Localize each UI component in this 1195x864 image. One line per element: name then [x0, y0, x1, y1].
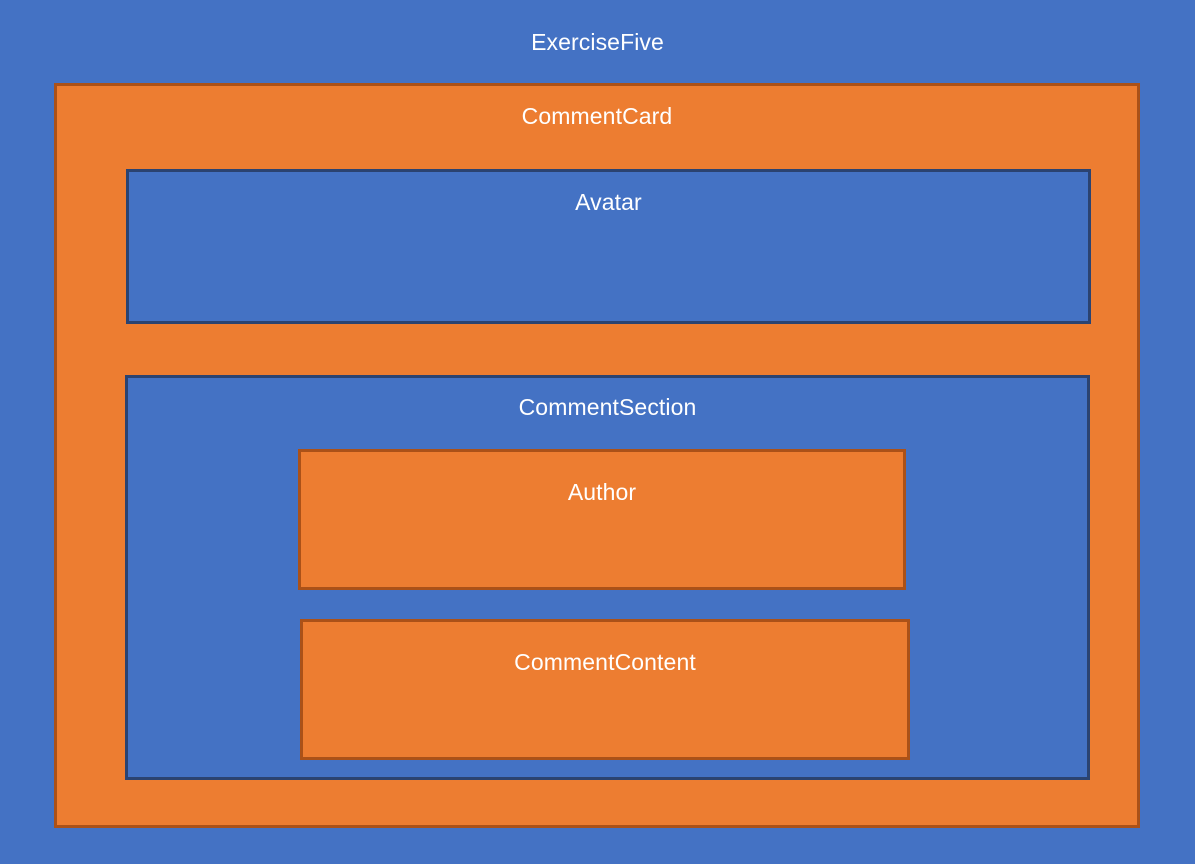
root-node-exercisefive[interactable]: ExerciseFive: [0, 31, 1195, 54]
node-author[interactable]: Author: [298, 449, 906, 590]
node-commentsection[interactable]: CommentSection Author CommentContent: [125, 375, 1090, 780]
node-author-label: Author: [567, 479, 637, 505]
node-commentcard[interactable]: CommentCard Avatar CommentSection Author…: [54, 83, 1140, 828]
node-avatar-label: Avatar: [575, 189, 642, 215]
node-avatar[interactable]: Avatar: [126, 169, 1091, 324]
node-commentsection-label: CommentSection: [518, 394, 697, 420]
node-commentcontent-label: CommentContent: [514, 649, 696, 675]
node-commentcontent[interactable]: CommentContent: [300, 619, 910, 760]
node-commentcard-label: CommentCard: [521, 103, 673, 129]
root-node-label: ExerciseFive: [531, 29, 664, 55]
